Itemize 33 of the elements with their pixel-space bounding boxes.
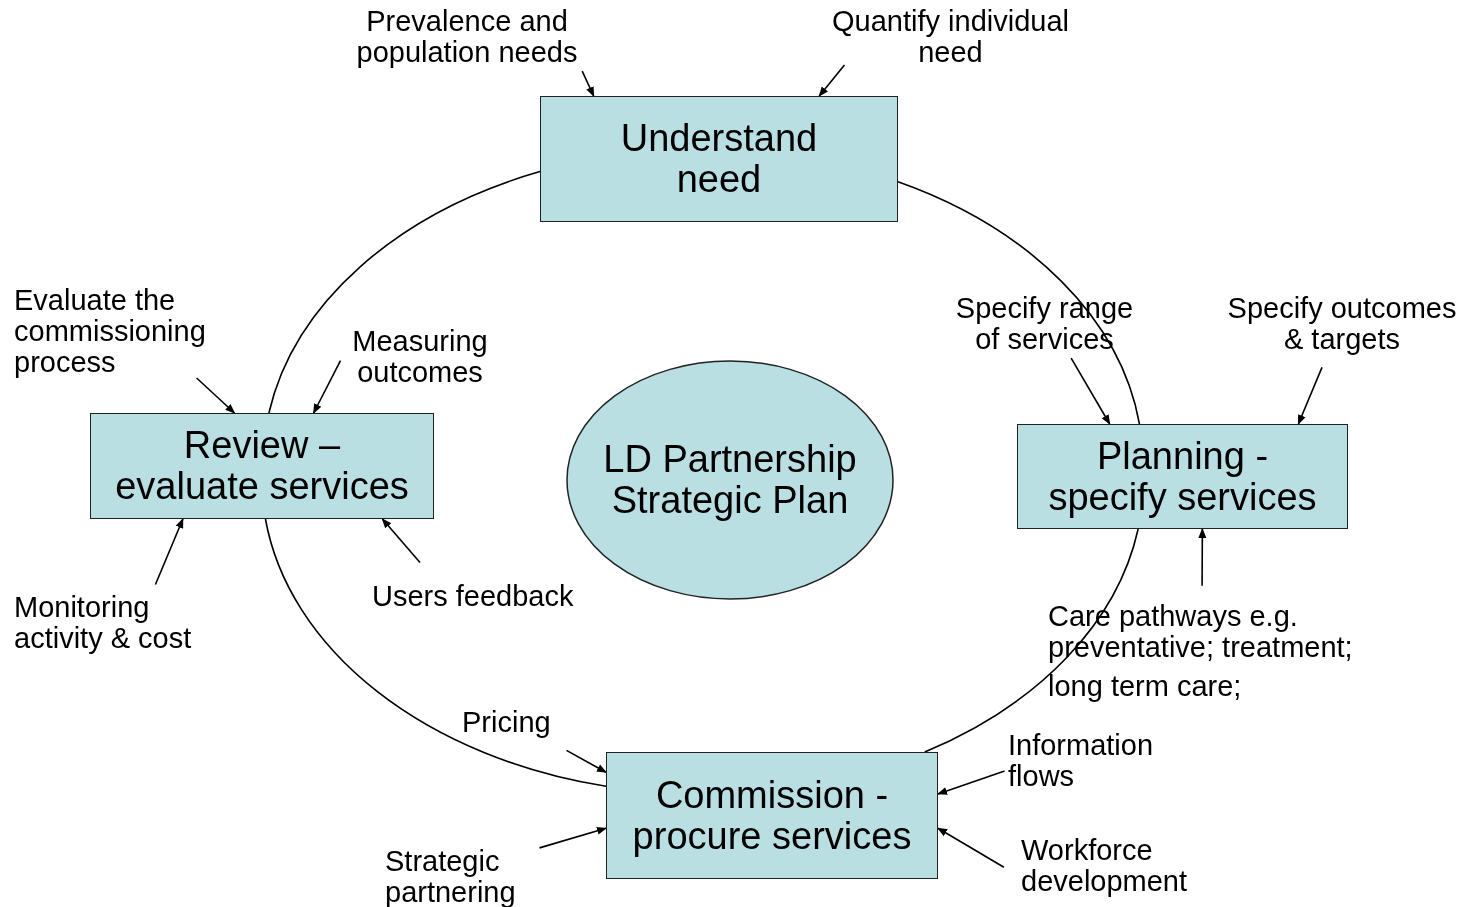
input-label: long term care; [1048, 671, 1243, 702]
input-label: Specify outcomes & targets [1217, 293, 1467, 355]
input-label: Information flows [1008, 730, 1178, 792]
arrow [154, 518, 184, 586]
input-label: Prevalence and population needs [347, 6, 587, 68]
cycle-arc [923, 528, 1139, 753]
input-label: Evaluate the commissioning process [14, 285, 234, 378]
process-box: Review – evaluate services [90, 413, 434, 519]
cycle-arc [268, 170, 541, 414]
input-label: Users feedback [372, 581, 612, 612]
process-box: Commission - procure services [606, 752, 938, 879]
arrow [565, 749, 607, 774]
input-label: Measuring outcomes [345, 326, 495, 388]
arrow [1070, 357, 1111, 425]
process-box: Understand need [540, 96, 898, 222]
input-label: Quantify individual need [818, 6, 1083, 68]
cycle-arc [897, 180, 1141, 425]
input-label: Monitoring activity & cost [14, 592, 219, 654]
input-label: Pricing [462, 707, 572, 738]
arrow [818, 64, 846, 97]
cycle-arc [264, 518, 607, 788]
arrow [937, 827, 1005, 869]
arrow [195, 377, 236, 414]
input-label: Workforce development [1021, 835, 1211, 897]
arrow [1297, 366, 1323, 425]
ellipse-label: LD Partnership Strategic Plan [602, 439, 858, 521]
process-box: Planning - specify services [1017, 424, 1348, 529]
arrow [1198, 528, 1207, 587]
arrow [538, 826, 607, 849]
arrow [937, 770, 1006, 795]
arrow [581, 70, 595, 97]
arrow [381, 518, 421, 564]
arrow [312, 359, 342, 414]
